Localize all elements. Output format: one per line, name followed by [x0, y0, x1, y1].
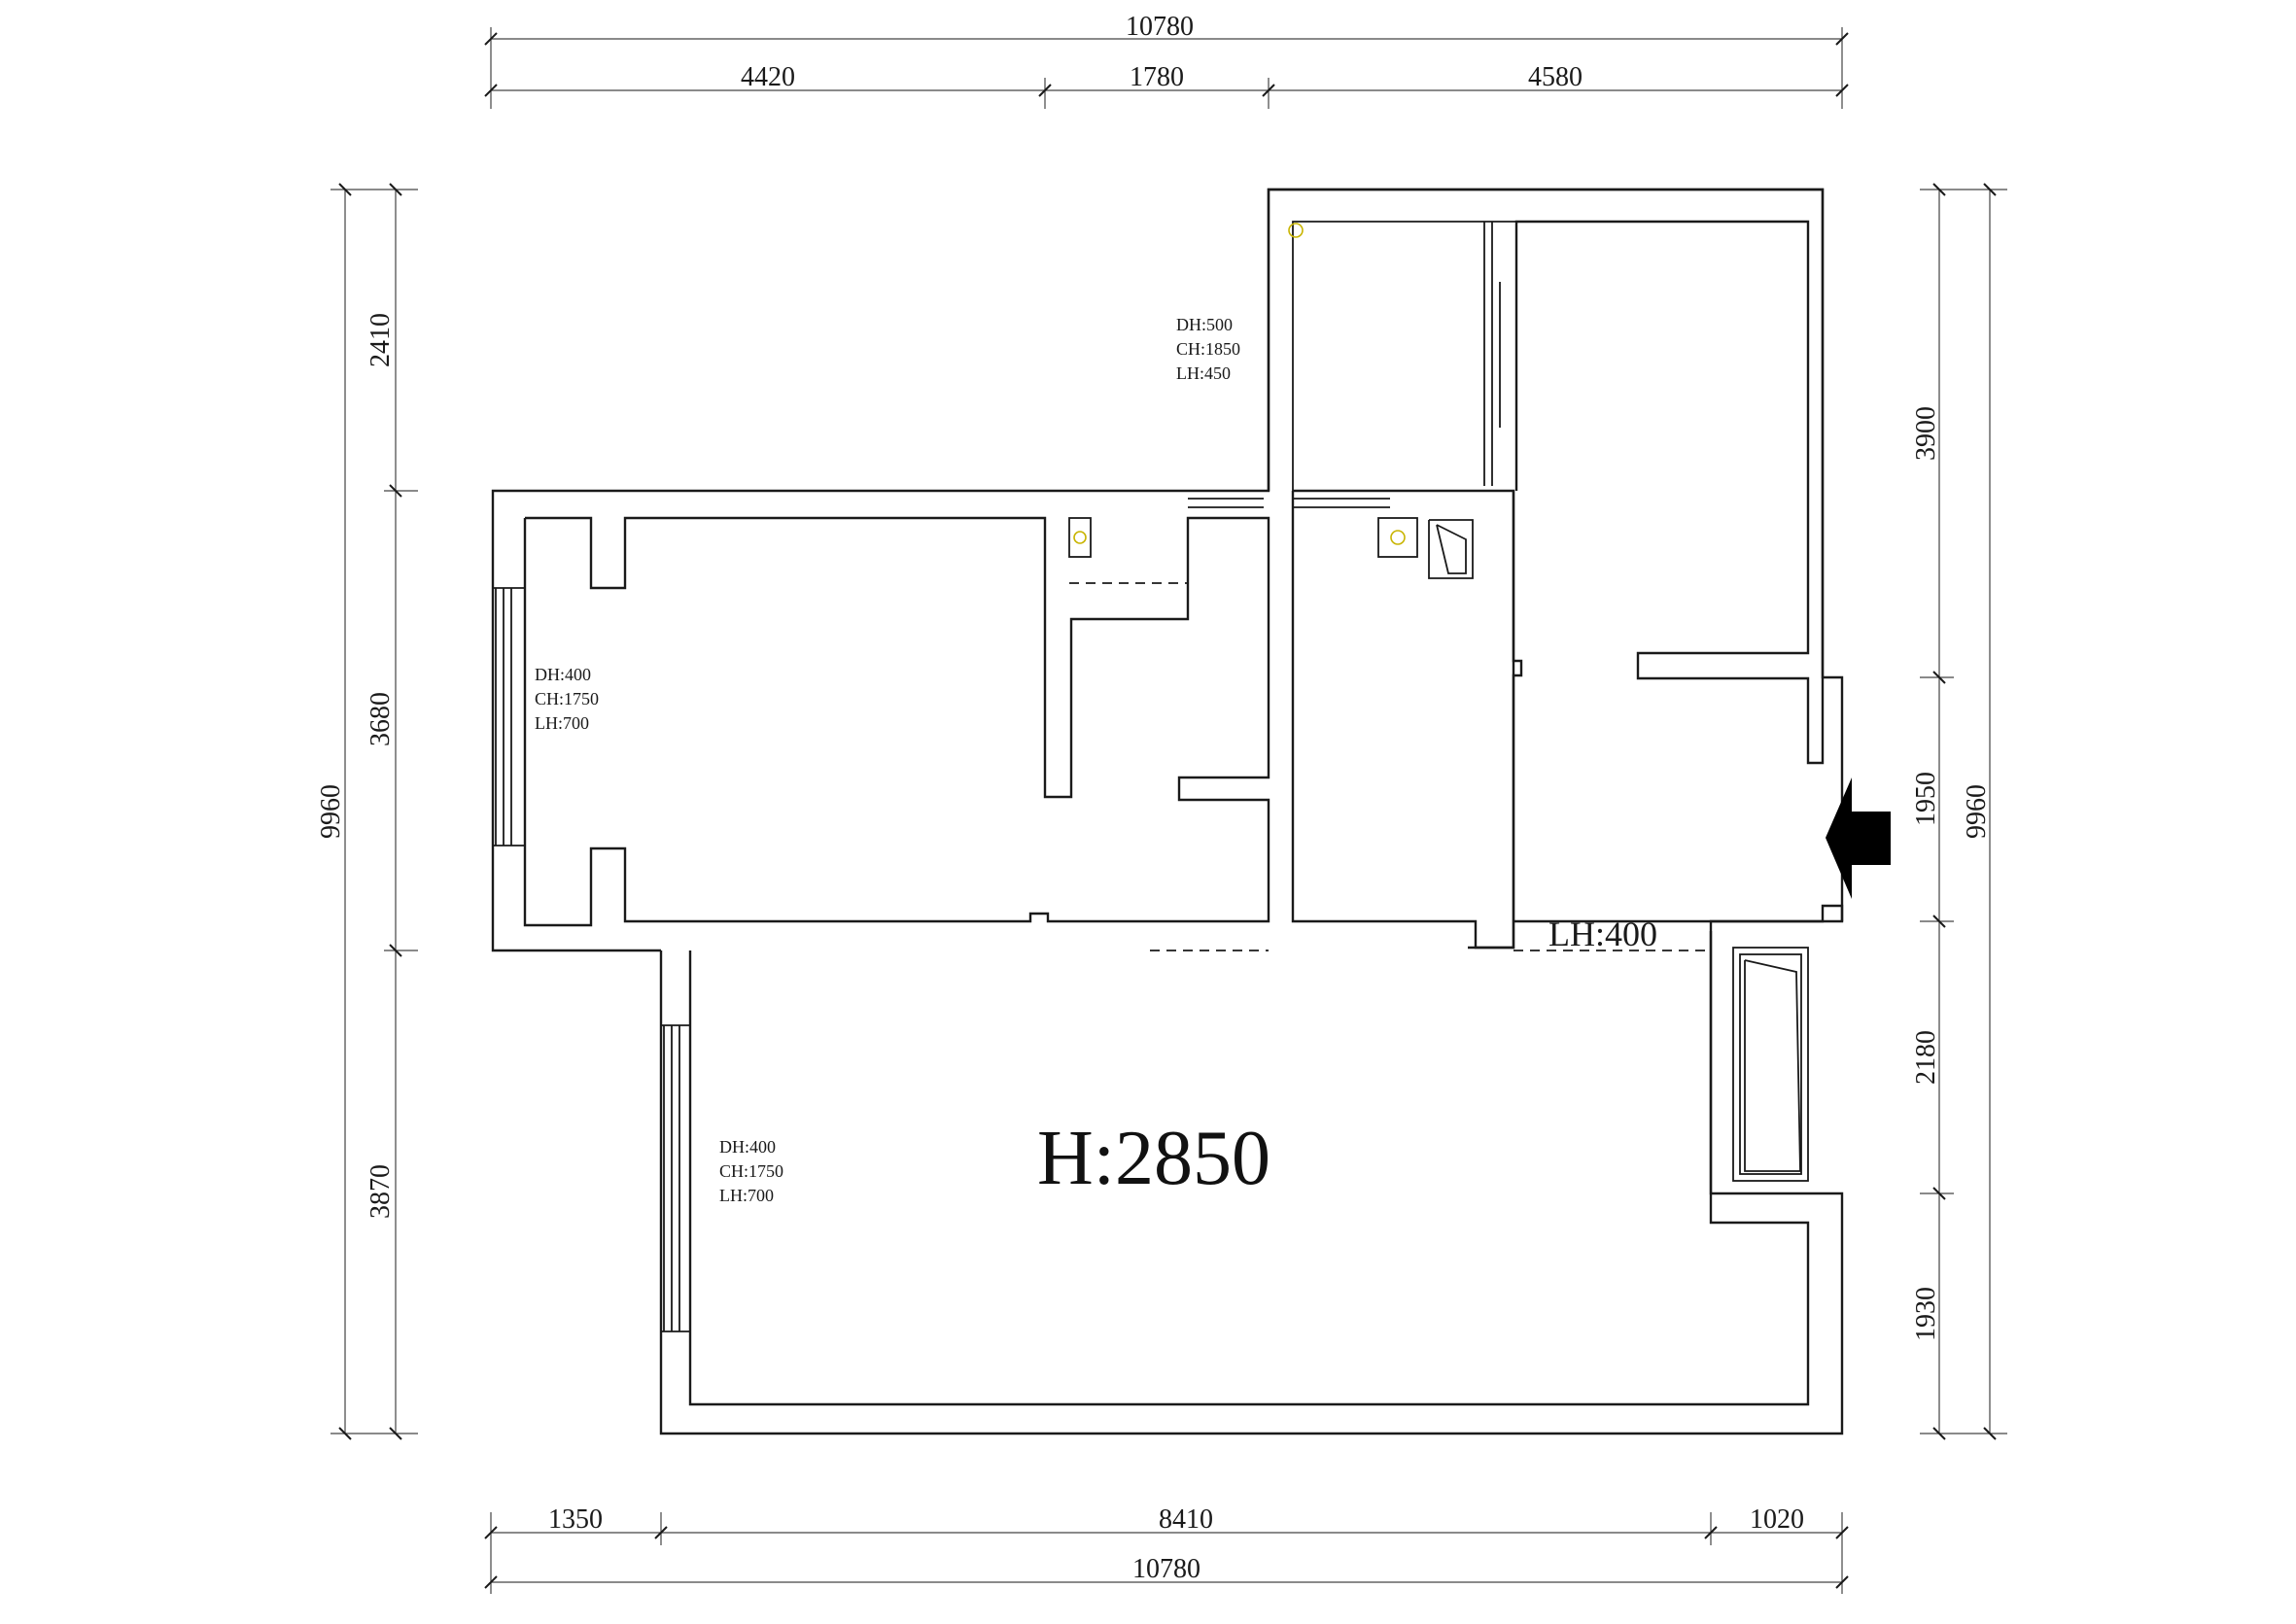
balcony-wall: [1267, 188, 1825, 765]
balcony-window: [1483, 222, 1501, 486]
bottom-dimension-lines: [484, 1512, 1849, 1594]
svg-text:LH:700: LH:700: [719, 1186, 774, 1205]
left-dimension-2: 3680: [365, 692, 396, 746]
svg-text:CH:1850: CH:1850: [1176, 339, 1240, 359]
living-room-inner-wall: [688, 931, 1810, 1406]
svg-text:LH:450: LH:450: [1176, 363, 1231, 383]
left-dimension-1: 2410: [365, 313, 396, 367]
right-dimension-4: 1930: [1911, 1287, 1941, 1341]
entry-wall: [1513, 904, 1844, 923]
left-total-dimension: 9960: [316, 784, 346, 839]
top-dimension-3: 4580: [1528, 62, 1583, 92]
bathroom-fixture: [1377, 517, 1418, 558]
right-dimension-lines: [1920, 183, 2007, 1440]
right-dimension-1: 3900: [1911, 406, 1941, 461]
ceiling-height-label: H:2850: [1037, 1116, 1270, 1201]
balcony-inner-line: [1292, 221, 1516, 491]
beam-height-label: LH:400: [1548, 915, 1657, 953]
floor-drain-icon: [1390, 530, 1406, 545]
svg-text:DH:500: DH:500: [1176, 315, 1233, 334]
svg-text:CH:1750: CH:1750: [535, 689, 599, 708]
svg-text:DH:400: DH:400: [535, 665, 591, 684]
bottom-dimension-3: 1020: [1750, 1504, 1804, 1535]
top-dimension-1: 4420: [741, 62, 795, 92]
bottom-dimension-1: 1350: [548, 1504, 603, 1535]
bottom-dimension-2: 8410: [1159, 1504, 1213, 1535]
balcony-window-note: DH:500 CH:1850 LH:450: [1176, 315, 1240, 383]
bedroom-window-note: DH:400 CH:1750 LH:700: [535, 665, 599, 733]
living-window-note: DH:400 CH:1750 LH:700: [719, 1137, 783, 1205]
kitchen-counter: [1068, 517, 1092, 558]
exterior-wall-outer: [491, 188, 1844, 1435]
svg-text:DH:400: DH:400: [719, 1137, 776, 1157]
svg-text:CH:1750: CH:1750: [719, 1161, 783, 1181]
entry-arrow-icon: [1826, 777, 1891, 899]
balcony-doorway: [1188, 498, 1390, 508]
right-dimension-3: 2180: [1911, 1030, 1941, 1085]
shoe-cabinet: [1732, 947, 1809, 1182]
top-total-dimension: 10780: [1126, 12, 1194, 42]
floor-drain-icon: [1073, 531, 1087, 544]
closet-dash: [1069, 518, 1189, 584]
left-dimension-3: 3870: [365, 1164, 396, 1219]
floor-drain-icon: [1288, 223, 1304, 238]
right-total-dimension: 9960: [1962, 784, 1992, 839]
right-dimension-2: 1950: [1911, 772, 1941, 826]
left-dimension-lines: [330, 183, 418, 1440]
hall-partition: [1468, 491, 1523, 950]
bottom-total-dimension: 10780: [1132, 1554, 1200, 1584]
bedroom-bottom-wall: [523, 518, 1150, 927]
top-dimension-2: 1780: [1130, 62, 1184, 92]
bedroom-window: [493, 587, 525, 847]
svg-text:LH:700: LH:700: [535, 713, 589, 733]
bedroom-inner-wall: [525, 516, 1270, 923]
toilet-icon: [1428, 519, 1474, 579]
toilet-shape-icon: [1436, 524, 1467, 574]
top-dimension-lines: [484, 27, 1849, 109]
living-room-window: [661, 1024, 690, 1332]
kitchen-wall: [1291, 489, 1515, 950]
